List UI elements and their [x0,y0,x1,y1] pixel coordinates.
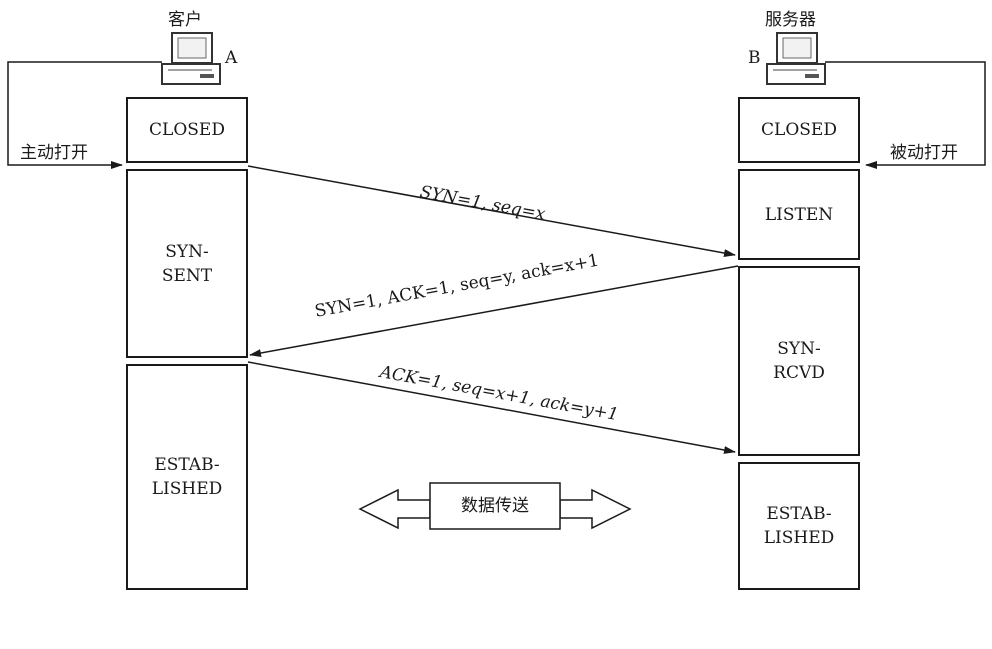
active-open-connector [7,61,162,169]
syn-ack-arrow [249,265,739,357]
client-host-label: A [225,48,238,68]
server-host-label: B [748,48,761,68]
syn-arrow [247,165,736,257]
server-state-listen: LISTEN [738,169,860,260]
server-state-established: ESTAB- LISHED [738,462,860,590]
client-title: 客户 [168,10,202,30]
data-transfer-label: 数据传送 [461,496,529,516]
client-state-closed: CLOSED [126,97,248,163]
passive-open-connector [825,61,986,169]
server-computer-icon [766,32,826,85]
client-state-established: ESTAB- LISHED [126,364,248,590]
ack-arrow [247,361,736,454]
server-title: 服务器 [765,10,816,30]
data-transfer-double-arrow [358,482,632,530]
client-state-syn-sent: SYN- SENT [126,169,248,358]
active-open-label: 主动打开 [20,143,88,163]
passive-open-label: 被动打开 [890,143,958,163]
server-state-syn-rcvd: SYN- RCVD [738,266,860,456]
client-computer-icon [161,32,221,85]
server-state-closed: CLOSED [738,97,860,163]
